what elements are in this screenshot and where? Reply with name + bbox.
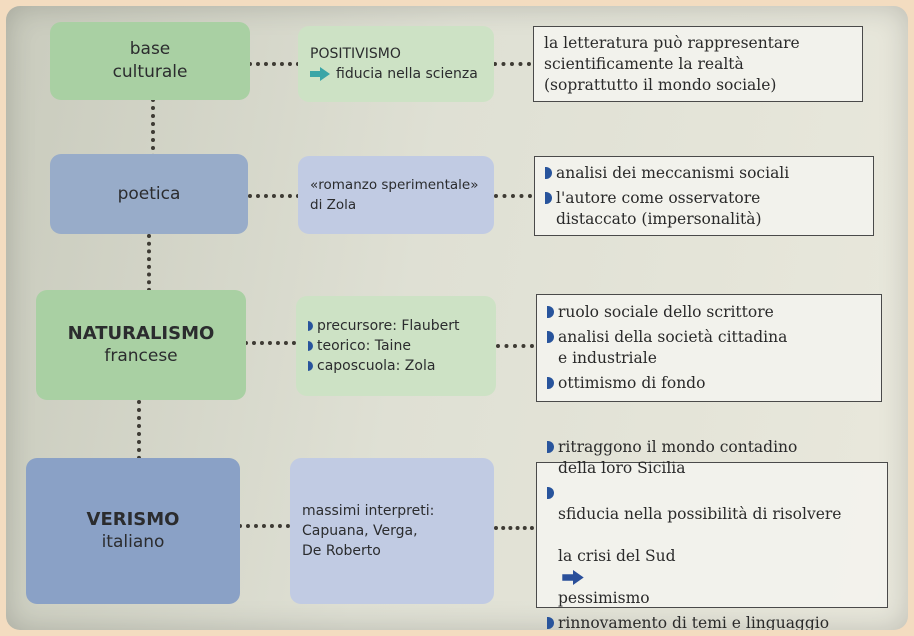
item-text-part1: sfiducia nella possibilità di risolvere [558, 504, 842, 523]
category-verismo: VERISMO italiano [26, 458, 240, 604]
note-row1: la letteratura può rappresentare scienti… [533, 26, 863, 102]
category-label-line2: culturale [112, 62, 188, 82]
middle-verismo-interpreti: massimi interpreti: Capuana, Verga, De R… [290, 458, 494, 604]
list-item: l'autore come osservatore distaccato (im… [545, 188, 863, 230]
half-circle-bullet-icon [545, 191, 552, 204]
vertical-connector-2 [147, 234, 151, 292]
category-label-line1: NATURALISMO [67, 323, 215, 344]
half-circle-bullet-icon [547, 377, 554, 389]
half-circle-bullet-icon [308, 361, 313, 371]
middle-arrow-text: fiducia nella scienza [336, 66, 478, 82]
half-circle-bullet-icon [547, 440, 554, 453]
note-row2: analisi dei meccanismi sociali l'autore … [534, 156, 874, 236]
list-item: ritraggono il mondo contadino della loro… [547, 437, 877, 479]
list-item: sfiducia nella possibilità di risolvere … [547, 483, 877, 609]
category-label-line2: italiano [101, 532, 165, 552]
item-text-part2: la crisi del Sud [558, 546, 676, 565]
middle-line2: Capuana, Verga, [302, 523, 418, 539]
list-item: ottimismo di fondo [547, 373, 871, 394]
category-label-line1: VERISMO [86, 509, 180, 530]
right-arrow-icon [310, 67, 330, 81]
list-item: precursore: Flaubert [308, 316, 484, 336]
item-text-part3: pessimismo [558, 588, 650, 607]
connector-row3-b [496, 344, 534, 348]
connector-row4-a [238, 524, 290, 528]
note-row3: ruolo sociale dello scrittore analisi de… [536, 294, 882, 402]
connector-row4-b [494, 526, 534, 530]
half-circle-bullet-icon [547, 616, 554, 629]
list-item: analisi della società cittadina e indust… [547, 327, 871, 369]
middle-title: POSITIVISMO [310, 46, 401, 62]
middle-positivismo: POSITIVISMO fiducia nella scienza [298, 26, 494, 102]
connector-row2-a [248, 194, 300, 198]
category-poetica: poetica [50, 154, 248, 234]
vertical-connector-3 [137, 400, 141, 460]
category-label-line2: francese [104, 346, 178, 366]
list-item: teorico: Taine [308, 336, 484, 356]
vertical-connector-1 [151, 98, 155, 158]
category-label-line1: base [129, 39, 171, 59]
list-item: rinnovamento di temi e linguaggio [547, 613, 877, 630]
right-arrow-icon [562, 570, 584, 585]
category-naturalismo: NATURALISMO francese [36, 290, 246, 400]
category-label-line1: poetica [117, 183, 181, 204]
middle-line2: di Zola [310, 197, 357, 213]
connector-row3-a [244, 341, 296, 345]
note-text: la letteratura può rappresentare scienti… [544, 33, 800, 94]
connector-row2-b [494, 194, 532, 198]
half-circle-bullet-icon [308, 341, 313, 351]
half-circle-bullet-icon [547, 306, 554, 318]
category-base-culturale: base culturale [50, 22, 250, 100]
concept-map: base culturale POSITIVISMO fiducia nella… [6, 6, 908, 630]
list-item: analisi dei meccanismi sociali [545, 163, 863, 184]
list-item: ruolo sociale dello scrittore [547, 302, 871, 323]
half-circle-bullet-icon [308, 321, 313, 331]
middle-arrow-row: fiducia nella scienza [310, 64, 482, 84]
note-row4: ritraggono il mondo contadino della loro… [536, 438, 888, 630]
connector-row1-b [493, 62, 531, 66]
middle-romanzo-sperimentale: «romanzo sperimentale» di Zola [298, 156, 494, 234]
middle-line1: «romanzo sperimentale» [310, 177, 479, 193]
half-circle-bullet-icon [545, 166, 552, 179]
list-item: caposcuola: Zola [308, 356, 484, 376]
middle-naturalismo-authors: precursore: Flaubert teorico: Taine capo… [296, 296, 496, 396]
middle-line1: massimi interpreti: [302, 503, 435, 519]
middle-line3: De Roberto [302, 543, 381, 559]
half-circle-bullet-icon [547, 486, 554, 499]
half-circle-bullet-icon [547, 331, 554, 343]
connector-row1-a [248, 62, 300, 66]
